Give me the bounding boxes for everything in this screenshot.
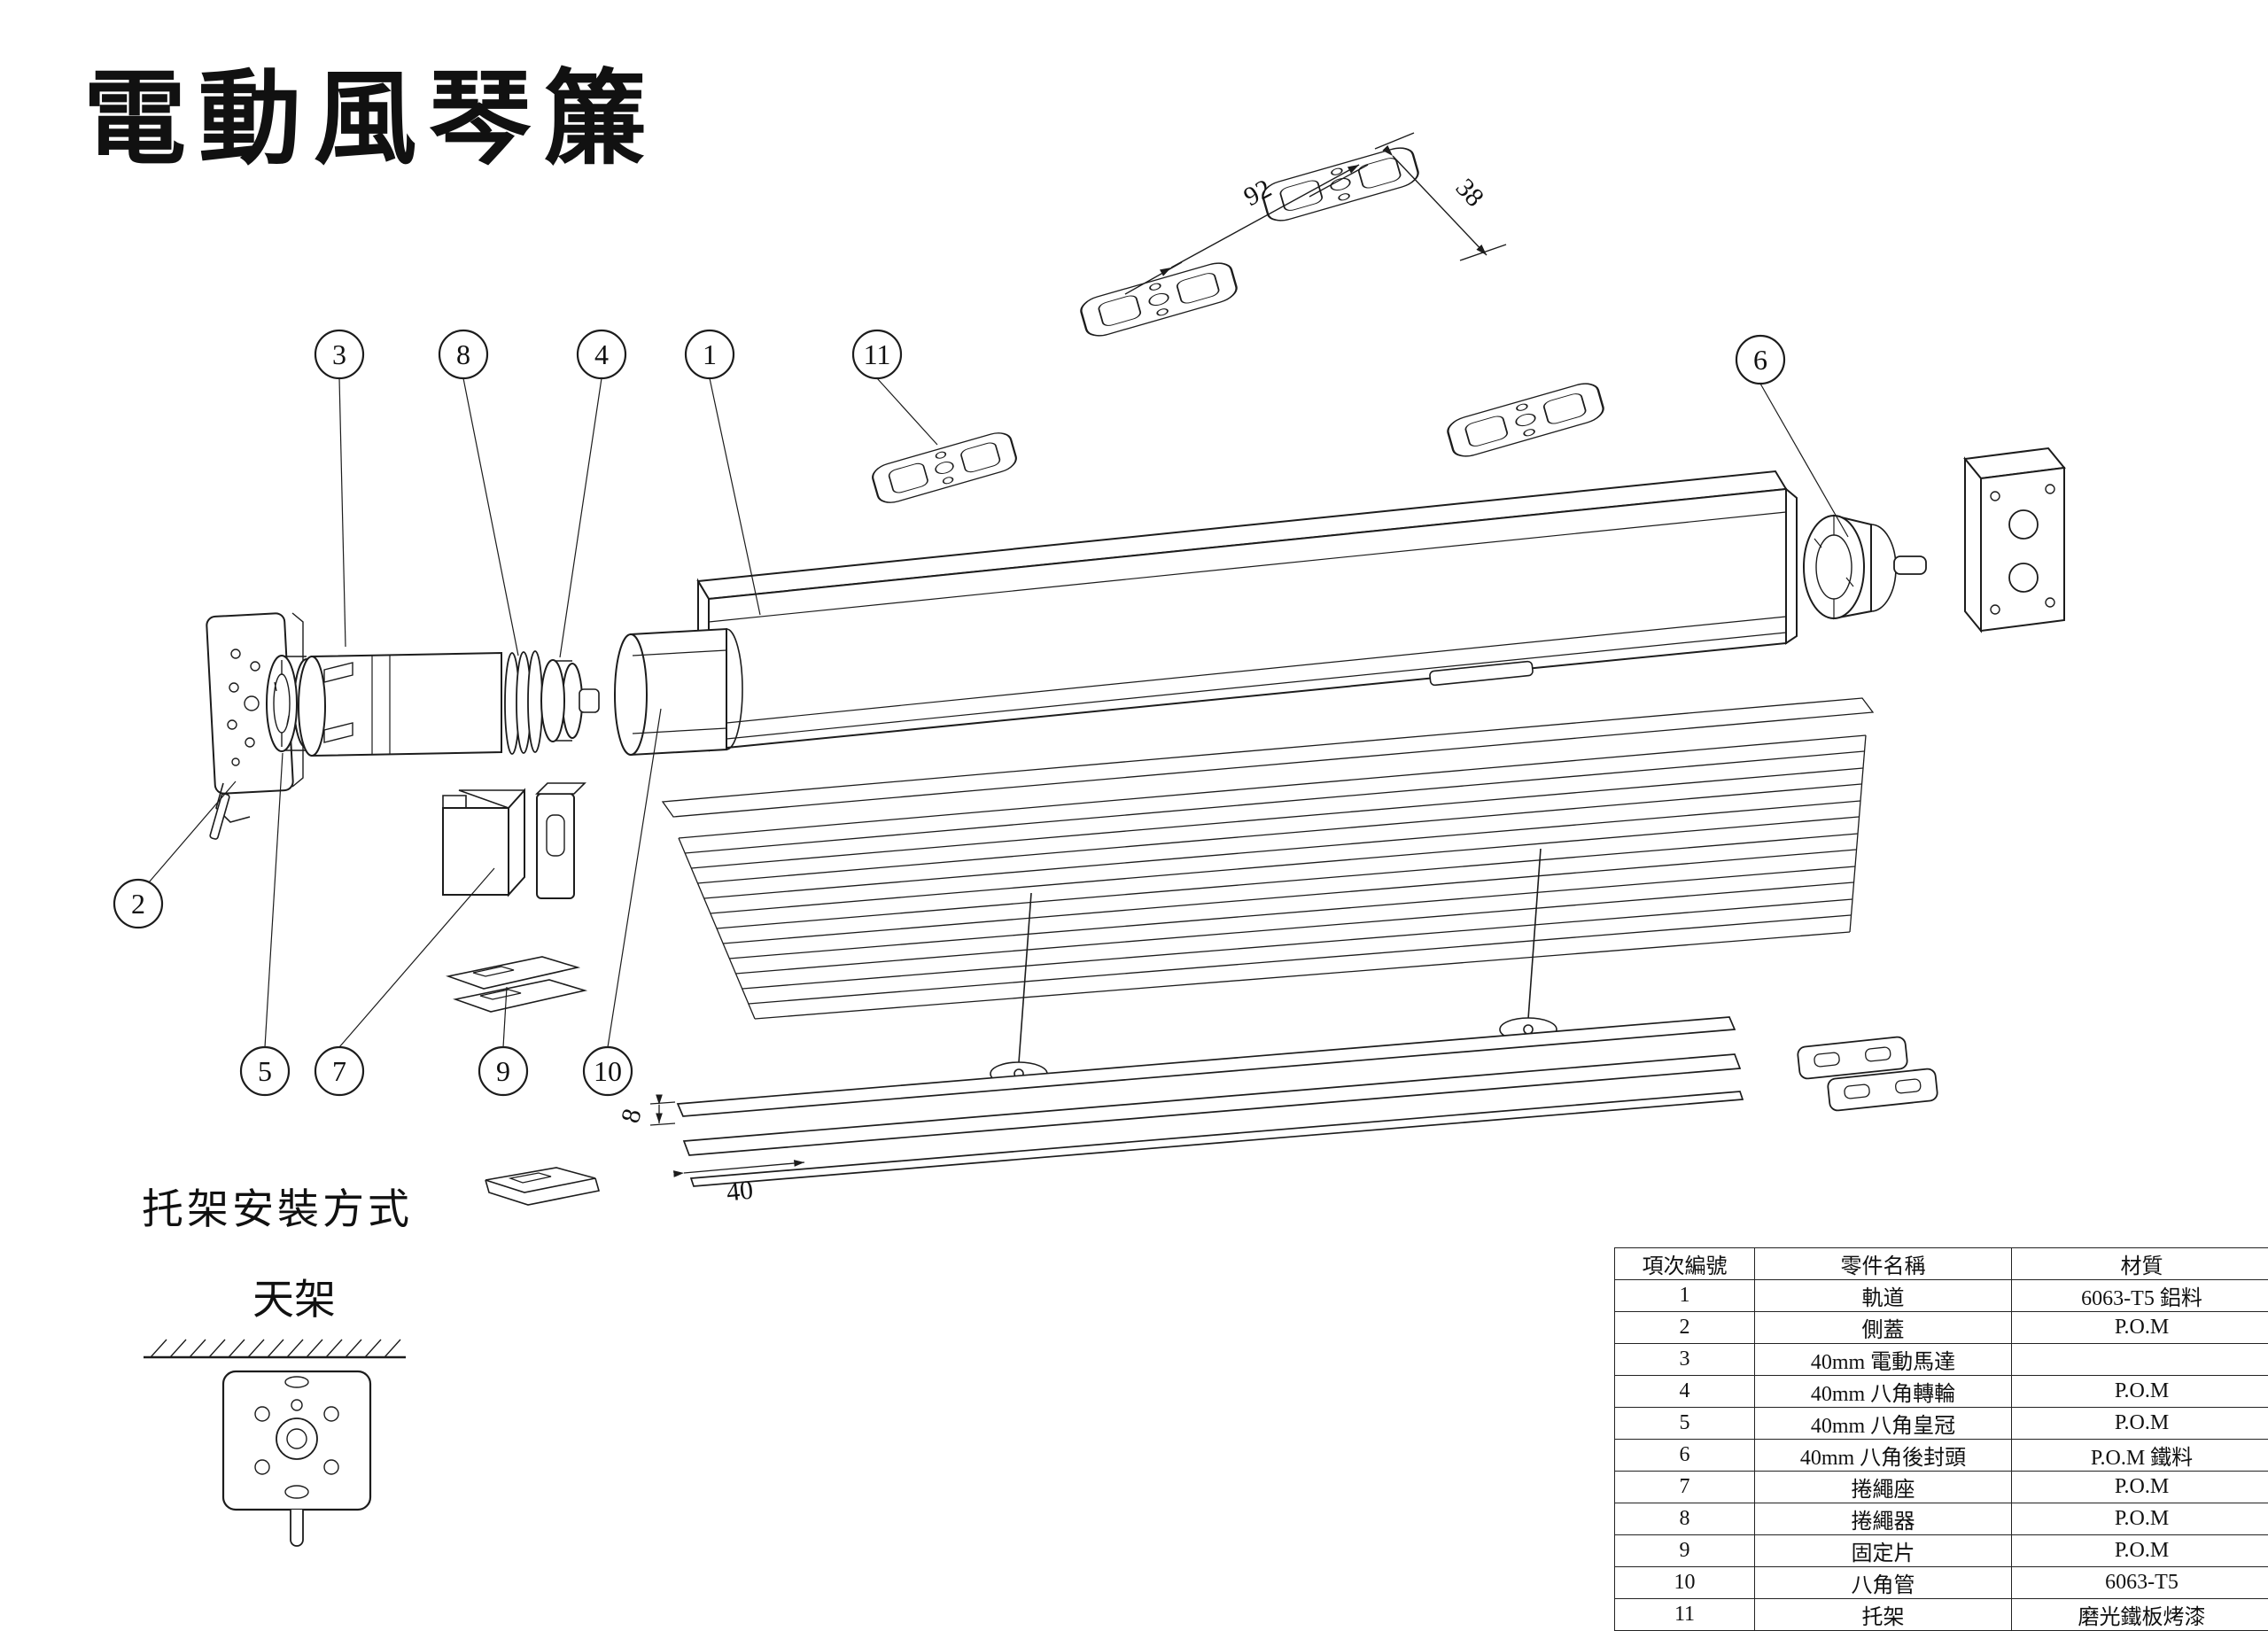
table-cell: 2 — [1615, 1312, 1755, 1344]
octagonal-tube — [615, 629, 742, 755]
end-bracket — [1965, 448, 2064, 631]
table-cell: 3 — [1615, 1344, 1755, 1376]
mounting-bracket — [870, 430, 1019, 507]
install-subheading: 天架 — [223, 1265, 365, 1326]
mounting-bracket — [1445, 380, 1605, 461]
table-cell: 側蓋 — [1755, 1312, 2012, 1344]
table-cell: 40mm 八角皇冠 — [1755, 1408, 2012, 1440]
dim-bracket-width: 92 — [1125, 165, 1368, 294]
bottom-rail — [678, 1017, 1743, 1186]
table-cell: 捲繩器 — [1755, 1503, 2012, 1535]
balloon-11-label: 11 — [864, 338, 891, 370]
table-cell: 4 — [1615, 1376, 1755, 1408]
col-part-name: 零件名稱 — [1755, 1248, 2012, 1280]
balloon-6-label: 6 — [1753, 344, 1767, 376]
honeycomb-fabric — [663, 698, 1873, 1019]
table-header-row: 項次編號 零件名稱 材質 — [1615, 1248, 2268, 1280]
table-cell: 7 — [1615, 1472, 1755, 1503]
table-cell: 6 — [1615, 1440, 1755, 1472]
balloon-9-label: 9 — [496, 1055, 510, 1087]
balloon-1-label: 1 — [703, 338, 717, 370]
drive-wheel — [541, 660, 599, 742]
head-rail — [698, 471, 1797, 749]
table-cell: 9 — [1615, 1535, 1755, 1567]
balloon-5: 5 — [241, 1047, 289, 1095]
table-cell: P.O.M 鐵料 — [2012, 1440, 2268, 1472]
ceiling-mount-diagram — [144, 1340, 406, 1546]
mounting-brackets — [870, 144, 1606, 507]
table-cell: 5 — [1615, 1408, 1755, 1440]
balloon-7: 7 — [315, 1047, 363, 1095]
table-cell: P.O.M — [2012, 1503, 2268, 1535]
table-cell: P.O.M — [2012, 1376, 2268, 1408]
table-cell: 40mm 八角後封頭 — [1755, 1440, 2012, 1472]
balloon-3-label: 3 — [332, 338, 346, 370]
balloon-4: 4 — [578, 330, 625, 378]
mounting-bracket — [1260, 144, 1420, 225]
table-cell: 10 — [1615, 1567, 1755, 1599]
table-cell: 40mm 電動馬達 — [1755, 1344, 2012, 1376]
table-cell: 6063-T5 — [2012, 1567, 2268, 1599]
mounting-bracket — [1078, 260, 1239, 340]
table-cell: P.O.M — [2012, 1312, 2268, 1344]
balloon-10-label: 10 — [594, 1055, 622, 1087]
table-cell: 捲繩座 — [1755, 1472, 2012, 1503]
dim-rail-height: 8 — [616, 1102, 675, 1126]
balloon-3: 3 — [315, 330, 363, 378]
balloon-4-label: 4 — [594, 338, 609, 370]
motor — [299, 653, 501, 756]
balloon-2-label: 2 — [131, 888, 145, 920]
table-cell: 固定片 — [1755, 1535, 2012, 1567]
table-cell: 軌道 — [1755, 1280, 2012, 1312]
dim-40-label: 40 — [725, 1176, 754, 1208]
balloon-2: 2 — [114, 880, 162, 928]
balloon-9: 9 — [479, 1047, 527, 1095]
balloon-8-label: 8 — [456, 338, 470, 370]
fixing-plates — [448, 957, 585, 1012]
dim-38-label: 38 — [1450, 173, 1490, 212]
drawing-title: 電動風琴簾 — [83, 35, 659, 184]
table-cell: 1 — [1615, 1280, 1755, 1312]
table-cell: P.O.M — [2012, 1472, 2268, 1503]
install-heading: 托架安裝方式 — [142, 1175, 413, 1236]
balloon-7-label: 7 — [332, 1055, 346, 1087]
cord-keeper — [443, 783, 585, 898]
bottom-clips-right — [1797, 1037, 1938, 1112]
col-item-no: 項次編號 — [1615, 1248, 1755, 1280]
end-cap — [1804, 516, 1926, 618]
balloon-11: 11 — [853, 330, 901, 378]
balloon-1: 1 — [686, 330, 734, 378]
table-cell: 40mm 八角轉輪 — [1755, 1376, 2012, 1408]
col-material: 材質 — [2012, 1248, 2268, 1280]
table-cell: 八角管 — [1755, 1567, 2012, 1599]
bottom-clips-left — [485, 1168, 599, 1205]
balloon-8: 8 — [439, 330, 487, 378]
table-cell: P.O.M — [2012, 1535, 2268, 1567]
balloon-10: 10 — [584, 1047, 632, 1095]
balloon-6: 6 — [1736, 336, 1784, 384]
table-cell — [2012, 1344, 2268, 1376]
balloon-5-label: 5 — [258, 1055, 272, 1087]
table-cell: P.O.M — [2012, 1408, 2268, 1440]
cord-winder-rings — [505, 651, 542, 754]
table-cell: 6063-T5 鋁料 — [2012, 1280, 2268, 1312]
dim-8-label: 8 — [616, 1106, 648, 1126]
table-cell: 8 — [1615, 1503, 1755, 1535]
